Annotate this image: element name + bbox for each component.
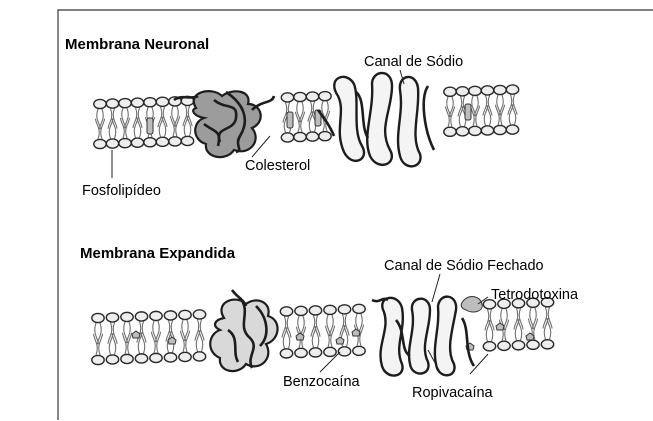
phospholipid-head — [512, 341, 524, 350]
phospholipid-head — [483, 342, 495, 351]
phospholipid-head — [506, 85, 518, 94]
leader-closed-channel — [432, 274, 440, 302]
phospholipid-head — [150, 353, 162, 362]
anesthetic-molecule — [132, 331, 140, 338]
phospholipid-head — [121, 312, 133, 321]
phospholipid-head — [294, 92, 306, 101]
phospholipid-head — [306, 92, 318, 101]
phospholipid-head — [481, 126, 493, 135]
phospholipid-head — [135, 354, 147, 363]
phospholipid-head — [106, 313, 118, 322]
cholesterol-rod — [287, 112, 293, 128]
phospholipid-head — [121, 354, 133, 363]
phospholipid-head — [295, 348, 307, 357]
phospholipid-head — [319, 92, 331, 101]
phospholipid-head — [456, 127, 468, 136]
phospholipid-head — [494, 125, 506, 134]
panel-title-neuronal: Membrana Neuronal — [65, 36, 209, 53]
phospholipid-head — [353, 304, 365, 313]
phospholipid-head — [131, 98, 143, 107]
phospholipid-head — [294, 132, 306, 141]
phospholipid-head — [119, 99, 131, 108]
label-sodium-channel: Canal de Sódio — [364, 54, 463, 70]
cholesterol-rod — [147, 118, 153, 134]
phospholipid-heads-bottom-expanded — [92, 340, 554, 365]
anesthetic-molecule — [336, 337, 344, 344]
phospholipid-head — [144, 98, 156, 107]
phospholipid-head — [164, 311, 176, 320]
phospholipid-head — [94, 99, 106, 108]
phospholipid-heads-bottom-neuronal — [94, 125, 519, 149]
phospholipid-head — [106, 139, 118, 148]
phospholipid-head — [181, 136, 193, 145]
cholesterol-rod — [465, 104, 471, 120]
phospholipid-head — [309, 348, 321, 357]
phospholipid-head — [324, 305, 336, 314]
phospholipid-head — [131, 138, 143, 147]
phospholipid-head — [281, 93, 293, 102]
phospholipid-head — [106, 355, 118, 364]
phospholipid-head — [92, 355, 104, 364]
phospholipid-head — [179, 352, 191, 361]
panel-title-expanded: Membrana Expandida — [80, 245, 236, 262]
label-ropivacaine: Ropivacaína — [412, 385, 494, 401]
label-tetrodotoxin: Tetrodotoxina — [491, 287, 579, 303]
closed-sodium-channel — [372, 297, 474, 376]
phospholipid-head — [164, 353, 176, 362]
phospholipid-head — [444, 127, 456, 136]
tetrodotoxin-molecule — [461, 297, 482, 312]
phospholipid-head — [92, 313, 104, 322]
phospholipid-head — [295, 306, 307, 315]
phospholipid-head — [444, 87, 456, 96]
phospholipid-heads-top-expanded — [92, 298, 554, 323]
phospholipid-head — [527, 340, 539, 349]
phospholipid-head — [494, 85, 506, 94]
label-closed-sodium-channel: Canal de Sódio Fechado — [384, 258, 544, 274]
phospholipid-head — [94, 139, 106, 148]
anesthetic-molecule — [526, 333, 534, 340]
phospholipid-head — [135, 312, 147, 321]
label-cholesterol: Colesterol — [245, 158, 310, 174]
phospholipid-head — [193, 310, 205, 319]
phospholipid-head — [319, 132, 331, 141]
phospholipid-head — [481, 86, 493, 95]
sodium-channel — [318, 73, 434, 166]
phospholipid-head — [498, 341, 510, 350]
anesthetic-molecules — [132, 323, 534, 350]
phospholipid-head — [306, 132, 318, 141]
phospholipid-head — [338, 347, 350, 356]
phospholipid-head — [156, 97, 168, 106]
phospholipid-head — [469, 126, 481, 135]
phospholipid-head — [280, 349, 292, 358]
anesthetic-molecule — [352, 329, 360, 336]
phospholipid-head — [541, 340, 553, 349]
phospholipid-head — [353, 346, 365, 355]
phospholipid-head — [280, 307, 292, 316]
phospholipid-head — [144, 138, 156, 147]
label-phospholipid: Fosfolipídeo — [82, 183, 161, 199]
phospholipid-head — [193, 352, 205, 361]
phospholipid-head — [506, 125, 518, 134]
phospholipid-head — [309, 306, 321, 315]
phospholipid-head — [179, 310, 191, 319]
phospholipid-head — [281, 133, 293, 142]
phospholipid-head — [469, 86, 481, 95]
phospholipid-head — [169, 137, 181, 146]
phospholipid-head — [106, 99, 118, 108]
phospholipid-head — [456, 87, 468, 96]
phospholipid-head — [119, 139, 131, 148]
membrane-protein-expanded — [210, 290, 277, 371]
phospholipid-heads-top-neuronal — [94, 85, 519, 109]
phospholipid-head — [324, 347, 336, 356]
label-benzocaine: Benzocaína — [283, 374, 361, 390]
phospholipid-head — [150, 311, 162, 320]
phospholipid-head — [156, 137, 168, 146]
phospholipid-head — [338, 305, 350, 314]
